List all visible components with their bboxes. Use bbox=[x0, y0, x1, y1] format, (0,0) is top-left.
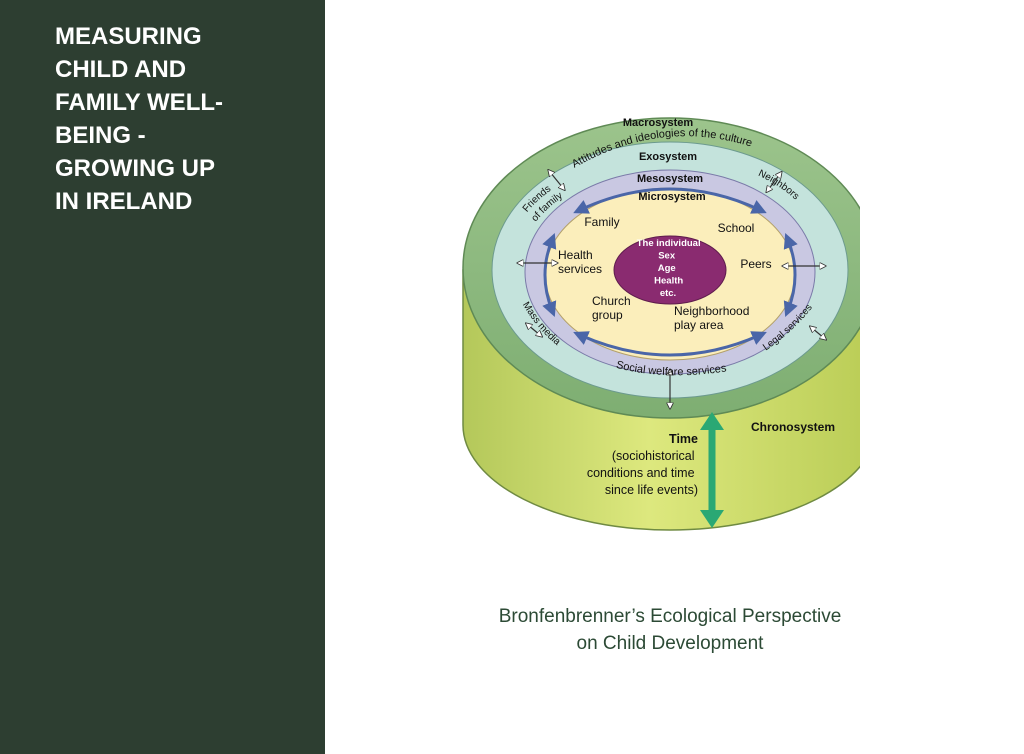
sidebar-panel: MEASURING CHILD AND FAMILY WELL- BEING -… bbox=[0, 0, 325, 754]
connector-bottomleft bbox=[528, 325, 540, 335]
individual-line-2: Sex bbox=[658, 251, 676, 262]
meso-arrow-bottom bbox=[573, 331, 767, 357]
time-arrow-head-bottom bbox=[700, 510, 724, 528]
time-label: Time bbox=[669, 432, 698, 446]
connector-topleft bbox=[550, 172, 563, 188]
meso-arrow-top bbox=[573, 187, 767, 214]
individual-line-3: Age bbox=[658, 263, 676, 274]
individual-line-4: Health bbox=[654, 276, 683, 287]
individual-line-5: etc. bbox=[660, 288, 676, 299]
individual-line-1: The individual bbox=[637, 238, 701, 249]
time-desc-line-2: conditions and time bbox=[587, 466, 695, 480]
microsystem-label: Microsystem bbox=[638, 191, 705, 203]
time-arrow-head-top bbox=[700, 412, 724, 430]
individual-core bbox=[613, 235, 727, 305]
health-line-1: Health bbox=[558, 248, 593, 262]
meso-arrow-right bbox=[783, 233, 798, 317]
neighborhood-line-1: Neighborhood bbox=[674, 304, 749, 318]
church-group-label: Church group bbox=[592, 294, 634, 322]
connector-bottomright bbox=[812, 328, 824, 338]
peers-label: Peers bbox=[740, 257, 771, 271]
time-desc-line-1: (sociohistorical bbox=[612, 449, 695, 463]
time-desc-line-3: since life events) bbox=[605, 483, 698, 497]
caption-line-2: on Child Development bbox=[576, 633, 764, 654]
exosystem-label: Exosystem bbox=[639, 151, 697, 163]
macrosystem-label: Macrosystem bbox=[623, 117, 694, 129]
meso-arrow-left bbox=[542, 233, 557, 317]
school-label: School bbox=[718, 221, 755, 235]
caption-line-1: Bronfenbrenner’s Ecological Perspective bbox=[498, 606, 842, 627]
ecological-model-diagram: Macrosystem Attitudes and ideologies of … bbox=[440, 100, 878, 540]
connector-topright bbox=[768, 174, 780, 190]
mesosystem-label: Mesosystem bbox=[637, 173, 703, 185]
church-line-1: Church bbox=[592, 294, 631, 308]
neighborhood-line-2: play area bbox=[674, 318, 724, 332]
neighborhood-label: Neighborhood play area bbox=[674, 304, 753, 332]
church-line-2: group bbox=[592, 308, 623, 322]
family-label: Family bbox=[584, 215, 619, 229]
slide-title: MEASURING CHILD AND FAMILY WELL- BEING -… bbox=[55, 23, 223, 215]
individual-label: The individual Sex Age Health etc. bbox=[637, 238, 704, 299]
diagram-caption: Bronfenbrenner’s Ecological Perspective … bbox=[440, 603, 900, 657]
health-line-2: services bbox=[558, 262, 602, 276]
health-services-label: Health services bbox=[558, 248, 602, 276]
time-description: (sociohistorical conditions and time sin… bbox=[587, 449, 698, 497]
chronosystem-label: Chronosystem bbox=[751, 420, 835, 434]
